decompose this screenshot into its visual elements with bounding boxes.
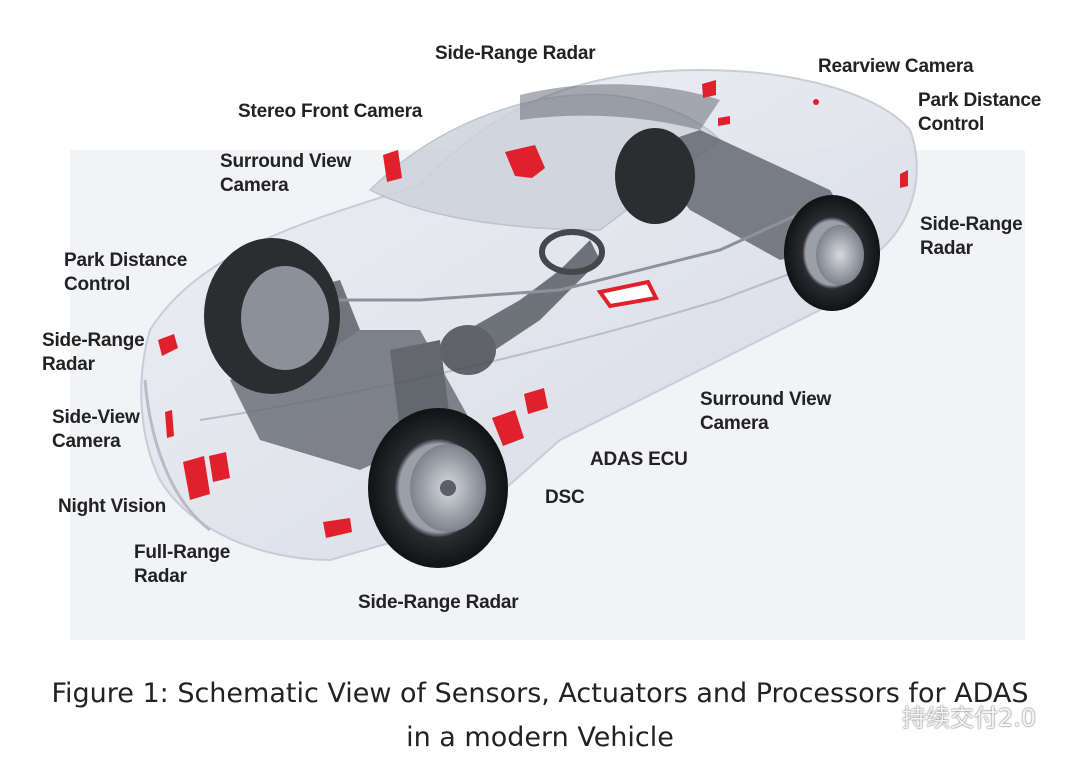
label-stereo-front-camera: Stereo Front Camera (238, 101, 423, 122)
dsc-marker (492, 410, 524, 446)
sensor-markers (158, 80, 908, 538)
label-surround-view-camera-left: Surround View Camera (220, 151, 352, 196)
label-side-range-radar-bottom: Side-Range Radar (358, 592, 519, 613)
full-range-radar-marker (209, 452, 230, 482)
label-park-distance-control-front: Park Distance Control (64, 250, 188, 295)
label-park-distance-control-rear: Park Distance Control (918, 90, 1042, 135)
label-surround-view-camera-right: Surround View Camera (700, 389, 832, 434)
wheel-rear-left (615, 128, 695, 224)
label-side-range-radar-left: Side-Range Radar (42, 330, 145, 375)
side-mirror-marker (596, 279, 659, 309)
side-range-radar-bottom-marker (323, 518, 352, 538)
label-side-range-radar-top: Side-Range Radar (435, 43, 596, 64)
label-side-view-camera: Side-View Camera (52, 407, 140, 452)
stereo-front-camera-marker (505, 145, 545, 178)
side-range-radar-right-marker (718, 116, 730, 126)
label-adas-ecu: ADAS ECU (590, 449, 688, 470)
side-view-camera-marker (165, 410, 174, 438)
label-rearview-camera: Rearview Camera (818, 56, 974, 77)
park-distance-rear-marker (900, 170, 908, 188)
adas-ecu-marker (524, 388, 548, 414)
figure-caption-line1: Figure 1: Schematic View of Sensors, Act… (51, 678, 1029, 709)
figure-caption-line2: in a modern Vehicle (406, 722, 674, 753)
wheel-front-right (368, 408, 508, 568)
label-dsc: DSC (545, 487, 585, 508)
watermark-text: 持续交付2.0 (902, 704, 1037, 732)
wechat-icon (862, 702, 896, 730)
wheel-front-left (204, 238, 340, 394)
wheel-rear-right (784, 195, 880, 311)
side-range-radar-top-marker (702, 80, 716, 98)
surround-view-camera-marker (383, 150, 402, 182)
night-vision-marker (183, 456, 210, 500)
side-range-radar-left-marker (158, 334, 178, 356)
label-night-vision: Night Vision (58, 496, 167, 517)
label-full-range-radar: Full-Range Radar (134, 542, 231, 587)
watermark: 持续交付2.0 (862, 698, 1036, 733)
label-side-range-radar-right: Side-Range Radar (920, 214, 1023, 259)
rearview-camera-marker (813, 99, 819, 105)
